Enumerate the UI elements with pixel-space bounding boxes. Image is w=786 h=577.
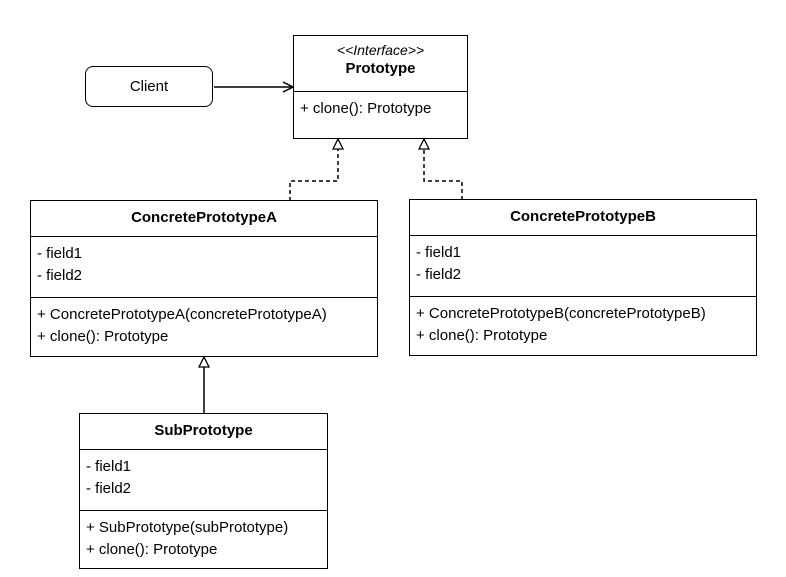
concrete-a-name: ConcretePrototypeA xyxy=(131,209,277,226)
concrete-a-fields: - field1 - field2 xyxy=(31,237,377,298)
sub-fields: - field1 - field2 xyxy=(80,450,327,511)
field-item: - field1 xyxy=(416,244,462,261)
client-label: Client xyxy=(129,78,169,95)
prototype-methods: + clone(): Prototype xyxy=(294,92,467,120)
sub-header: SubPrototype xyxy=(80,414,327,450)
prototype-stereotype: <<Interface>> xyxy=(336,42,425,58)
concrete-a-methods: + ConcretePrototypeA(concretePrototypeA)… xyxy=(31,298,377,348)
client-box[interactable]: Client xyxy=(85,66,213,107)
method-item: + clone(): Prototype xyxy=(300,100,432,117)
sub-methods: + SubPrototype(subPrototype) + clone(): … xyxy=(80,511,327,561)
field-item: - field2 xyxy=(37,267,83,284)
concrete-b-methods: + ConcretePrototypeB(concretePrototypeB)… xyxy=(410,297,756,347)
concrete-a-header: ConcretePrototypeA xyxy=(31,201,377,237)
prototype-name: Prototype xyxy=(345,60,416,77)
concrete-prototype-b-class[interactable]: ConcretePrototypeB - field1 - field2 + C… xyxy=(409,199,757,356)
field-item: - field2 xyxy=(416,266,462,283)
method-item: + SubPrototype(subPrototype) xyxy=(86,519,289,536)
field-item: - field1 xyxy=(37,245,83,262)
method-item: + clone(): Prototype xyxy=(86,541,218,558)
concrete-b-fields: - field1 - field2 xyxy=(410,236,756,297)
concrete-b-name: ConcretePrototypeB xyxy=(510,208,656,225)
prototype-header: <<Interface>> Prototype xyxy=(294,36,467,92)
sub-prototype-class[interactable]: SubPrototype - field1 - field2 + SubProt… xyxy=(79,413,328,569)
sub-name: SubPrototype xyxy=(154,422,253,439)
concrete-prototype-a-class[interactable]: ConcretePrototypeA - field1 - field2 + C… xyxy=(30,200,378,357)
field-item: - field1 xyxy=(86,458,132,475)
method-item: + ConcretePrototypeA(concretePrototypeA) xyxy=(37,306,327,323)
method-item: + clone(): Prototype xyxy=(37,328,169,345)
realization-a-arrow xyxy=(289,139,338,201)
realization-b-arrow xyxy=(424,139,463,200)
prototype-class[interactable]: <<Interface>> Prototype + clone(): Proto… xyxy=(293,35,468,139)
field-item: - field2 xyxy=(86,480,132,497)
method-item: + clone(): Prototype xyxy=(416,327,548,344)
method-item: + ConcretePrototypeB(concretePrototypeB) xyxy=(416,305,706,322)
concrete-b-header: ConcretePrototypeB xyxy=(410,200,756,236)
